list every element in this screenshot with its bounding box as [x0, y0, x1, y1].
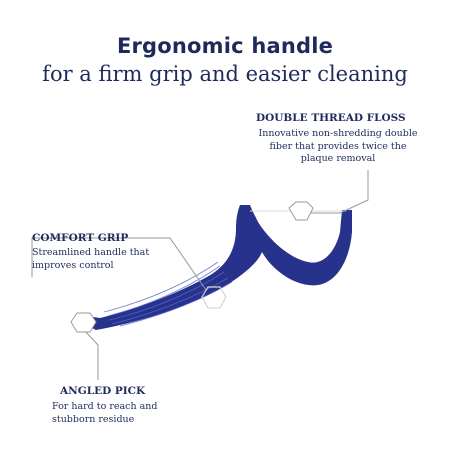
- comfort-grip-title: COMFORT GRIP: [32, 232, 129, 244]
- double-thread-line: Innovative non-shredding double: [258, 128, 418, 139]
- angled-pick-line: For hard to reach and: [52, 401, 158, 412]
- floss-hexagon-marker: [288, 201, 314, 221]
- comfort-grip-line: Streamlined handle that: [32, 247, 150, 258]
- double-thread-title: DOUBLE THREAD FLOSS: [256, 112, 406, 124]
- comfort-grip-line: improves control: [32, 259, 114, 271]
- flosser-handle: [80, 205, 352, 330]
- double-thread-line: plaque removal: [300, 153, 376, 164]
- headline: Ergonomic handle: [116, 34, 334, 58]
- double-thread-description: Innovative non-shredding double fiber th…: [244, 128, 432, 166]
- angled-pick-title: ANGLED PICK: [60, 385, 146, 397]
- pick-hexagon-marker: [70, 312, 97, 333]
- grip-ridges: [103, 261, 233, 327]
- pick-leader-line: [83, 329, 99, 380]
- angled-pick-description: For hard to reach and stubborn residue: [52, 401, 157, 426]
- double-thread-line: fiber that provides twice the: [269, 140, 407, 152]
- subheadline: for a firm grip and easier cleaning: [42, 62, 408, 86]
- floss-leader-line: [307, 170, 369, 214]
- grip-leader-line: [31, 237, 207, 291]
- comfort-grip-description: Streamlined handle that improves control: [32, 247, 149, 272]
- angled-pick-line: stubborn residue: [52, 413, 135, 425]
